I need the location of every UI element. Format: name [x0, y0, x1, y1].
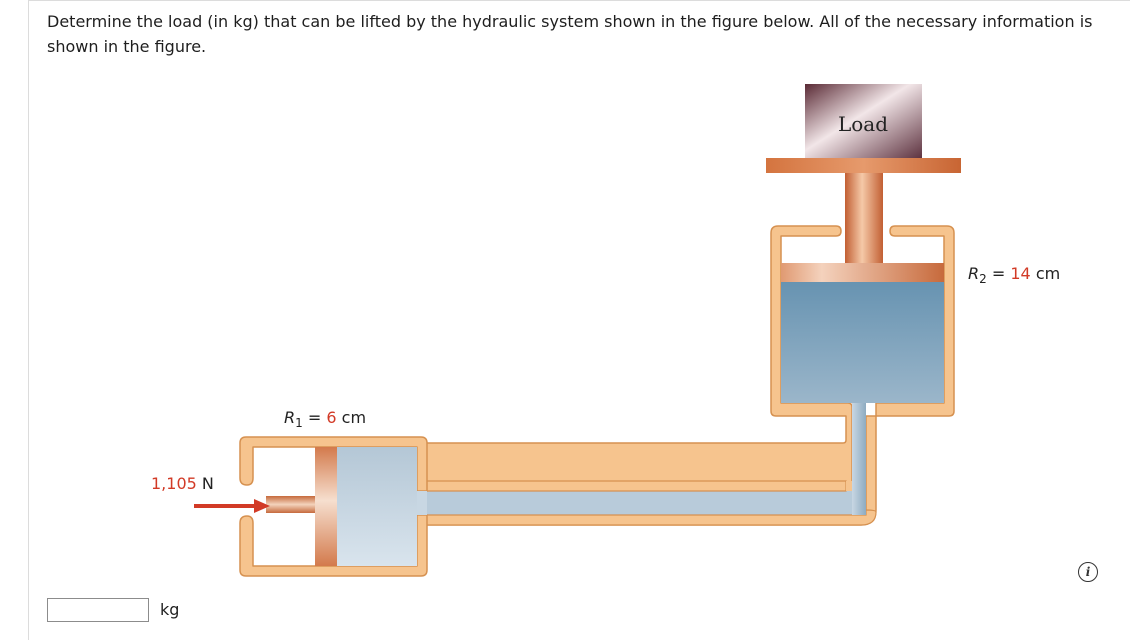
- force-unit: N: [201, 474, 214, 493]
- connecting-pipe-top-wall: [420, 480, 847, 492]
- r2-label: R2 = 14 cm: [968, 264, 1060, 286]
- load-box: [805, 84, 922, 158]
- small-cylinder: [239, 436, 428, 577]
- large-piston-rod: [845, 173, 883, 263]
- r1-value: 6: [326, 408, 337, 427]
- r2-value: 14: [1010, 264, 1031, 283]
- left-divider: [28, 0, 29, 640]
- r1-subscript: 1: [295, 416, 303, 431]
- connecting-pipe-fluid: [421, 491, 866, 515]
- info-icon[interactable]: i: [1078, 562, 1098, 582]
- force-label: 1,105 N: [151, 474, 214, 493]
- small-piston-rod: [266, 496, 315, 513]
- question-text: Determine the load (in kg) that can be l…: [47, 12, 1093, 56]
- large-piston: [781, 263, 944, 282]
- applied-force-arrow: [194, 499, 270, 513]
- small-piston: [315, 447, 337, 566]
- force-value: 1,105: [151, 474, 197, 493]
- r2-subscript: 2: [979, 272, 987, 287]
- load-label: Load: [838, 112, 888, 136]
- r1-equals: =: [307, 408, 322, 427]
- top-divider: [28, 0, 1130, 1]
- connecting-pipe-bottom-wall: [420, 509, 877, 526]
- r2-unit: cm: [1035, 264, 1061, 283]
- r2-symbol: R: [968, 264, 980, 283]
- load-platform: [766, 158, 961, 173]
- r1-unit: cm: [341, 408, 367, 427]
- r1-label: R1 = 6 cm: [284, 408, 366, 430]
- r1-symbol: R: [284, 408, 296, 427]
- r2-equals: =: [991, 264, 1006, 283]
- answer-input[interactable]: [47, 598, 149, 622]
- answer-unit: kg: [160, 600, 180, 619]
